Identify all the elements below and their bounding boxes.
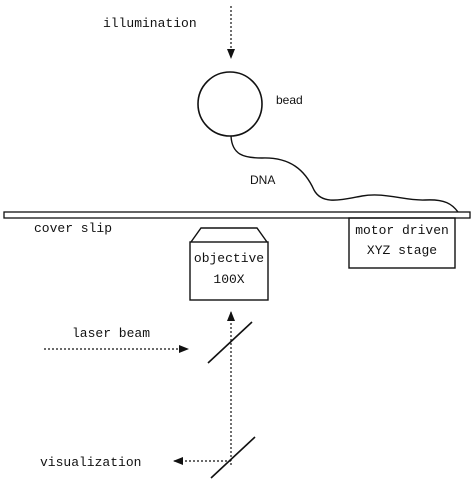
stage-label-line1: motor driven bbox=[355, 223, 449, 238]
cover-slip-label: cover slip bbox=[34, 221, 112, 236]
laser-beam-label: laser beam bbox=[72, 326, 150, 341]
objective-label-line1: objective bbox=[194, 251, 264, 266]
objective-body bbox=[189, 241, 269, 301]
upper-dichroic-mirror bbox=[207, 321, 253, 364]
lower-mirror bbox=[210, 436, 256, 479]
stage-label-line2: XYZ stage bbox=[367, 243, 437, 258]
xyz-stage-box bbox=[348, 217, 456, 269]
bead-circle bbox=[197, 71, 263, 137]
cover-slip bbox=[3, 211, 471, 219]
objective-lens-top bbox=[190, 227, 268, 243]
bead-label: bead bbox=[276, 93, 303, 107]
dna-label: DNA bbox=[250, 173, 275, 187]
illumination-label: illumination bbox=[103, 16, 197, 31]
dna-strand bbox=[230, 135, 459, 213]
objective-label-line2: 100X bbox=[213, 272, 244, 287]
visualization-label: visualization bbox=[40, 455, 141, 470]
